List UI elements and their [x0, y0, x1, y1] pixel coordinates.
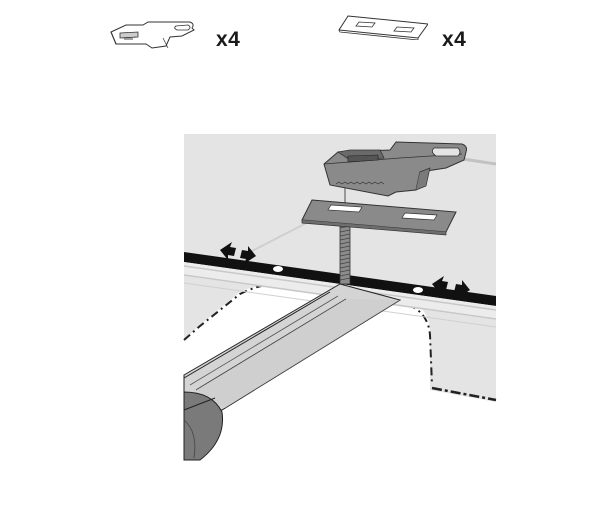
spacer-plate-icon [338, 15, 429, 41]
slide-arrow-right [432, 276, 470, 298]
spacer-plate-quantity: x4 [442, 28, 467, 51]
clamp-bracket-quantity: x4 [216, 28, 241, 51]
spacer-plate-part [338, 14, 429, 41]
spacer-plate [301, 199, 457, 236]
clamp-bracket-icon [110, 21, 195, 49]
clamp-bracket-part [108, 18, 198, 52]
slide-arrow-left [220, 242, 256, 264]
clamp-bracket [323, 141, 467, 197]
